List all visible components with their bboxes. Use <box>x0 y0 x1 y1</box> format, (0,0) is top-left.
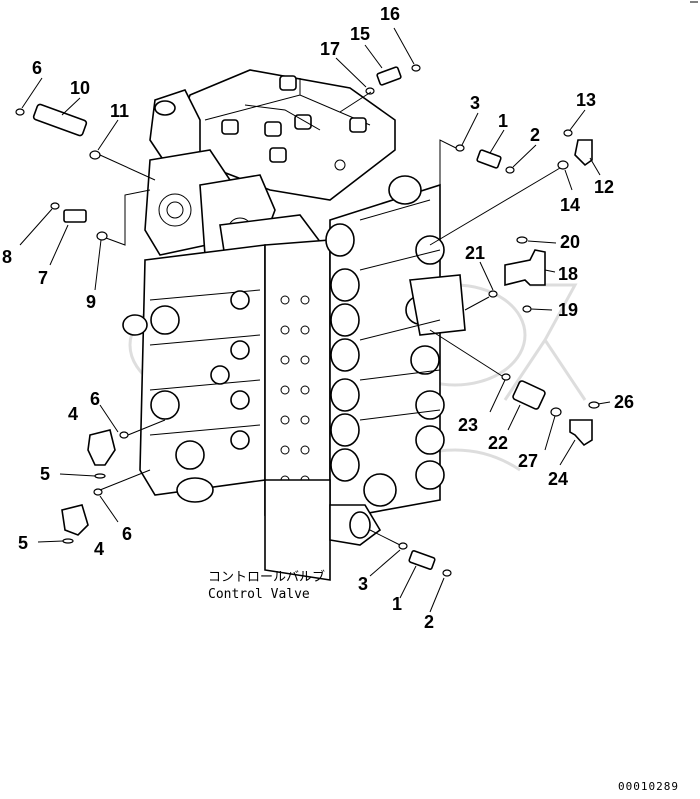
callout-5-lower: 5 <box>18 533 28 553</box>
control-valve-assembly <box>122 69 466 581</box>
callout-16: 15 <box>350 24 370 44</box>
callout-7: 7 <box>38 268 48 288</box>
callout-20: 19 <box>558 300 578 320</box>
callout-labels: 6 10 11 8 7 9 17 15 16 3 1 2 13 12 14 21… <box>2 4 679 793</box>
callout-3-upper: 3 <box>470 93 480 113</box>
callout-6-lower: 6 <box>122 524 132 544</box>
callout-27: 27 <box>518 451 538 471</box>
callout-2-lower: 2 <box>424 612 434 632</box>
leader-lines <box>19 27 611 613</box>
callout-18: 17 <box>320 39 340 59</box>
callout-11: 6 <box>32 58 42 78</box>
callout-10: 10 <box>70 78 90 98</box>
callout-1-upper: 1 <box>498 111 508 131</box>
caption-japanese: コントロールバルブ <box>208 569 325 585</box>
callout-5-upper: 5 <box>40 464 50 484</box>
callout-23: 22 <box>488 433 508 453</box>
callout-8: 8 <box>2 247 12 267</box>
callout-4-upper: 4 <box>68 404 78 424</box>
callout-22: 21 <box>465 243 485 263</box>
callout-17: 16 <box>380 4 400 24</box>
callout-1-lower: 1 <box>392 594 402 614</box>
callout-9: 9 <box>86 292 96 312</box>
callout-13: 12 <box>594 177 614 197</box>
callout-24: 23 <box>458 415 478 435</box>
callout-3-lower: 3 <box>358 574 368 594</box>
callout-2-upper: 2 <box>530 125 540 145</box>
callout-4-lower: 4 <box>94 539 104 559</box>
callout-25: 24 <box>548 469 568 489</box>
callout-12: 11 <box>110 101 129 121</box>
caption-english: Control Valve <box>208 587 310 602</box>
callout-26: 26 <box>614 392 634 412</box>
document-number: 00010289 <box>618 780 679 793</box>
callout-19: 18 <box>558 264 578 284</box>
callout-15: 14 <box>560 195 580 215</box>
callout-14: 13 <box>576 90 596 110</box>
callout-6-upper: 6 <box>90 389 100 409</box>
callout-21: 20 <box>560 232 580 252</box>
